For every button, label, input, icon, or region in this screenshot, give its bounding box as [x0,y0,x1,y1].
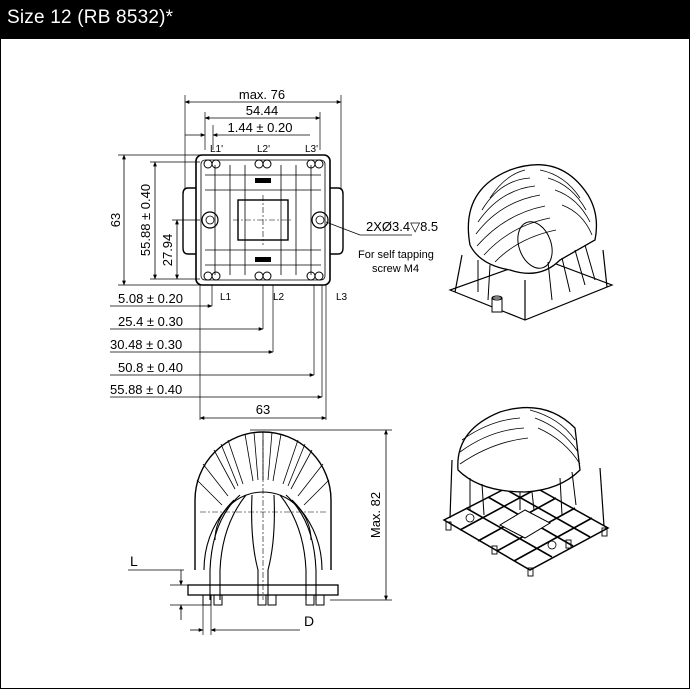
hole-note: 2XØ3.4▽8.5 [366,219,438,234]
screw-note-line2: screw M4 [372,263,419,275]
dim-55-88-vertical: 55.88 ± 0.40 [138,184,153,256]
dim-30-48: 30.48 ± 0.30 [110,337,182,352]
dim-55-88: 55.88 ± 0.40 [110,382,182,397]
label-d: D [304,613,314,629]
header-bar: Size 12 (RB 8532)* [1,1,689,39]
side-view [128,429,392,635]
screw-note-line1: For self tapping [358,249,434,261]
isometric-view-top [448,164,614,321]
label-l: L [130,553,138,569]
pin-label-l1: L1 [220,292,232,303]
top-view [110,95,412,420]
dim-max-76: max. 76 [239,87,285,102]
pin-label-l2-prime: L2' [257,144,270,155]
dim-63-vertical: 63 [108,213,123,227]
dim-63-horizontal: 63 [256,402,270,417]
dim-5-08: 5.08 ± 0.20 [118,291,183,306]
isometric-view-bottom [442,406,610,577]
dim-27-94: 27.94 [160,234,175,267]
dim-54-44: 54.44 [246,103,279,118]
dim-50-8: 50.8 ± 0.40 [118,360,183,375]
pin-label-l3-prime: L3' [305,144,318,155]
page-title: Size 12 (RB 8532)* [7,7,174,28]
dim-1-44: 1.44 ± 0.20 [228,120,293,135]
pin-label-l1-prime: L1' [210,144,223,155]
pin-label-l3: L3 [336,292,348,303]
pin-label-l2: L2 [273,292,285,303]
dim-max-82: Max. 82 [368,492,383,538]
dim-25-4: 25.4 ± 0.30 [118,314,183,329]
